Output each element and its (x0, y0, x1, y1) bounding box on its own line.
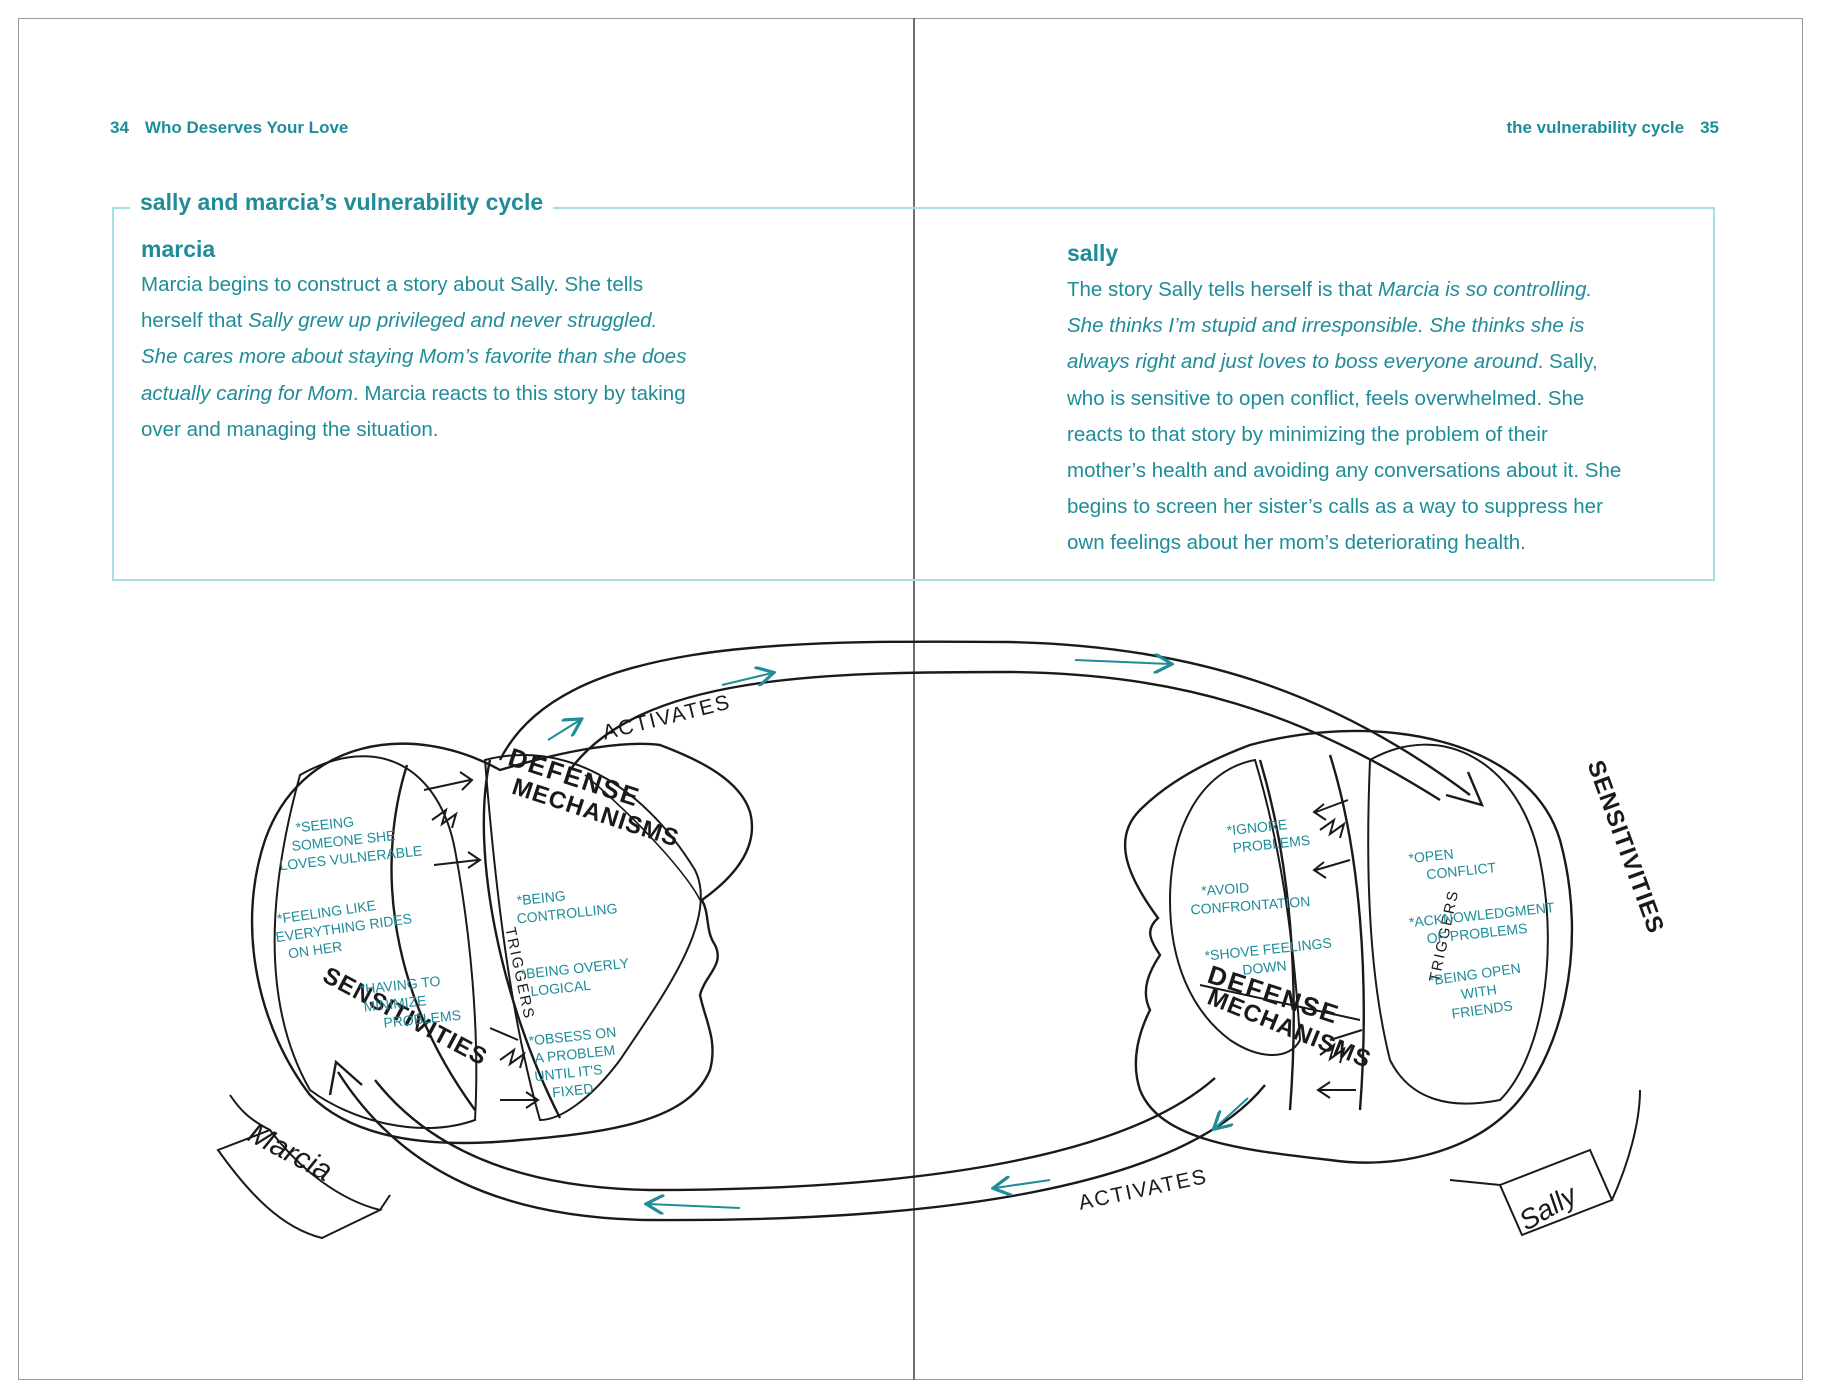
list-line: *BEING (516, 887, 566, 908)
sally-sensitivities-list: *OPENCONFLICT *ACKNOWLEDGMENTOF PROBLEMS… (1408, 841, 1557, 1022)
text-run: who is sensitive to open conflict, feels… (1067, 386, 1585, 410)
marcia-story-text: Marcia begins to construct a story about… (141, 267, 686, 448)
list-line: MINIMIZE (363, 992, 427, 1014)
marcia-sensitivities-list: *SEEINGSOMEONE SHELOVES VULNERABLE *FEEL… (275, 807, 462, 1033)
list-line: *IGNORE (1226, 816, 1288, 838)
text-run: herself that (141, 309, 249, 333)
sally-sensitivity-item: *ACKNOWLEDGMENTOF PROBLEMS (1408, 899, 1557, 948)
list-line: FIXED (551, 1080, 594, 1100)
italic-run: She thinks I’m stupid and irresponsible.… (1067, 314, 1585, 338)
marcia-defenses-list: *BEINGCONTROLLING *BEING OVERLYLOGICAL *… (514, 882, 632, 1102)
sally-defenses-list: *IGNOREPROBLEMS *AVOIDCONFRONTATION *SHO… (1189, 814, 1332, 978)
text-run: reacts to that story by minimizing the p… (1067, 422, 1548, 446)
list-line: LOGICAL (530, 977, 592, 999)
list-line: UNTIL IT'S (534, 1061, 604, 1084)
list-line: WITH (1460, 981, 1498, 1002)
top-loop-band (498, 640, 1485, 807)
italic-run: She cares more about staying Mom’s favor… (141, 345, 687, 369)
list-line: *OPEN (1408, 846, 1455, 867)
text-run: Marcia begins to construct a story about… (141, 273, 644, 296)
marcia-sensitivity-item: *HAVING TOMINIMIZEPROBLEMS (359, 971, 462, 1033)
marcia-ribbon (216, 1094, 391, 1240)
list-line: *SEEING (295, 813, 355, 835)
left-page-number: 34 (110, 118, 129, 137)
activates-arrows (547, 660, 1249, 1208)
list-line: DOWN (1242, 957, 1288, 978)
right-running-head: the vulnerability cycle 35 (1506, 118, 1719, 138)
list-line: FRIENDS (1451, 997, 1514, 1021)
marcia-heading: marcia (141, 236, 216, 262)
marcia-defense-item: *OBSESS ONA PROBLEMUNTIL IT'SFIXED (528, 1023, 623, 1102)
text-run: own feelings about her mom’s deteriorati… (1067, 531, 1526, 555)
list-line: *AVOID (1201, 879, 1250, 898)
sally-story-text: The story Sally tells herself is that Ma… (1067, 272, 1621, 562)
bottom-loop-band (328, 1059, 1266, 1222)
list-line: ON HER (287, 938, 343, 961)
sally-sensitivities-label: SENSITIVITIES (1582, 757, 1670, 938)
text-run: . Marcia reacts to this story by taking (352, 381, 686, 405)
marcia-head (250, 742, 753, 1145)
sally-sensitivity-item: *OPENCONFLICT (1408, 841, 1498, 884)
italic-run: Marcia is so controlling. (1378, 278, 1593, 301)
right-running-head-title: the vulnerability cycle (1506, 118, 1685, 137)
text-run: The story Sally tells herself is that (1067, 278, 1379, 301)
box-title: sally and marcia’s vulnerability cycle (130, 189, 554, 216)
marcia-defense-item: *BEINGCONTROLLING (514, 882, 618, 926)
right-page-number: 35 (1700, 118, 1719, 137)
marcia-name-label: Marcia (243, 1117, 338, 1188)
sally-ribbon (1449, 1089, 1641, 1237)
sally-defense-item: *AVOIDCONFRONTATION (1189, 875, 1311, 917)
sidebar-box (112, 207, 1715, 581)
italic-run: always right and just loves to boss ever… (1067, 350, 1538, 374)
page-gutter (913, 18, 915, 1380)
sally-defense-item: *IGNOREPROBLEMS (1226, 814, 1311, 856)
left-running-head-title: Who Deserves Your Love (144, 118, 349, 137)
sally-heading: sally (1067, 240, 1119, 266)
list-line: CONFLICT (1426, 859, 1498, 882)
italic-run: actually caring for Mom (141, 381, 353, 405)
text-run: mother’s health and avoiding any convers… (1067, 459, 1622, 483)
italic-run: Sally grew up privileged and never strug… (248, 309, 658, 333)
text-run: begins to screen her sister’s calls as a… (1067, 495, 1603, 519)
book-spread (18, 18, 1803, 1380)
sally-trigger-arrows (1312, 799, 1363, 1099)
left-running-head: 34 Who Deserves Your Love (110, 118, 348, 138)
marcia-defense-item: *BEING OVERLYLOGICAL (520, 955, 632, 1000)
sally-name-label: Sally (1514, 1178, 1584, 1236)
marcia-trigger-arrows (423, 771, 540, 1109)
marcia-sensitivity-item: *SEEINGSOMEONE SHELOVES VULNERABLE (275, 807, 423, 874)
list-line: *HAVING TO (359, 973, 441, 997)
text-run: over and managing the situation. (141, 417, 439, 441)
activates-top-label: ACTIVATES (600, 690, 733, 744)
text-run: . Sally, (1537, 350, 1598, 374)
sally-head (1123, 729, 1574, 1164)
activates-bottom-label: ACTIVATES (1076, 1165, 1209, 1215)
